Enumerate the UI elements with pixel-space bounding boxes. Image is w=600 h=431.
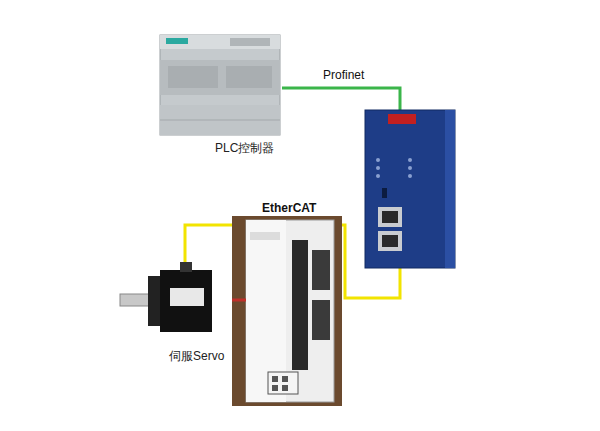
device-label: 伺服Servo [167, 349, 226, 364]
profinet-wire [282, 88, 400, 112]
gateway-device [365, 110, 455, 268]
servo-motor [120, 262, 212, 332]
device-label: PLC控制器 [213, 141, 276, 156]
protocol-label: Profinet [321, 68, 366, 83]
device-node: 伺服Servo [167, 349, 226, 364]
device-node: PLC控制器 [213, 141, 276, 156]
servo-drive [232, 216, 342, 406]
plc-device [160, 35, 280, 135]
protocol-label: EtherCAT [260, 201, 318, 216]
